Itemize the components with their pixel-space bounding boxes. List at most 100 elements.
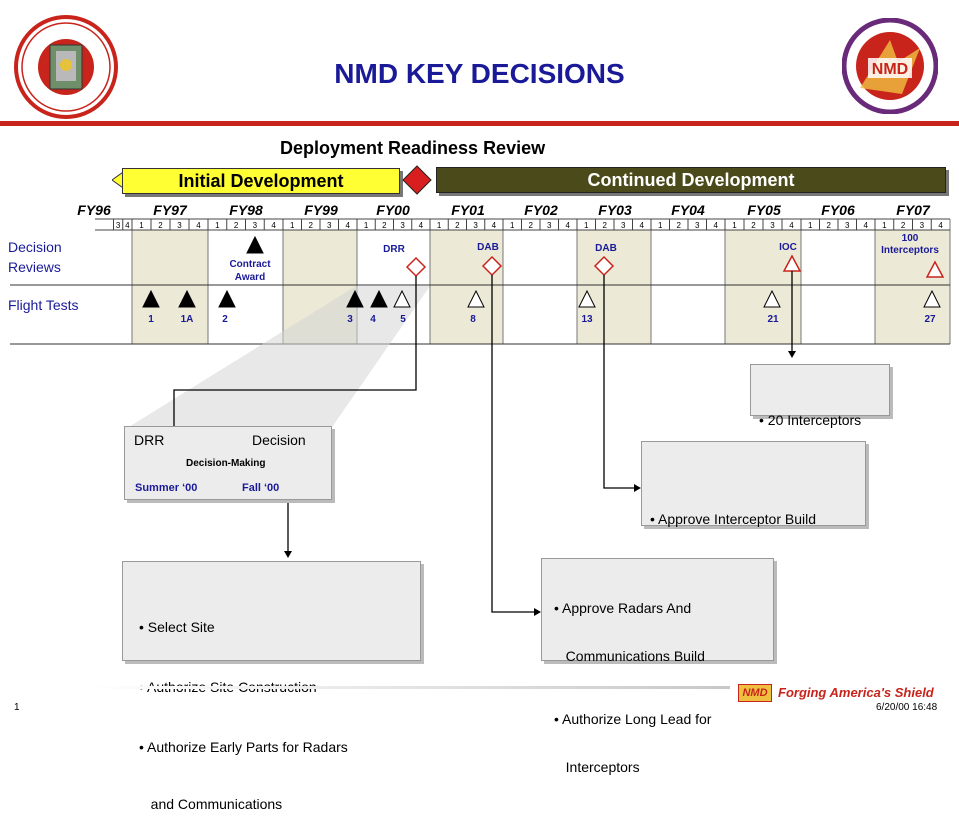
flight-test-triangle xyxy=(393,289,411,308)
quarter-label: 1 xyxy=(215,221,220,230)
dab-fy03-callout-box: • Approve Interceptor Build (100 Interce… xyxy=(641,441,866,596)
drr-callout-line: • Authorize Early Parts for Radars xyxy=(139,739,348,755)
title-rule xyxy=(0,121,959,126)
drr-callout-line: and Communications xyxy=(139,796,283,812)
dab-label-fy03: DAB xyxy=(595,243,617,254)
dab-fy03-connector xyxy=(603,275,634,489)
fy-label: FY03 xyxy=(598,202,632,218)
ioc-callout-box: • 20 Interceptors on Alert xyxy=(750,364,890,485)
fy-label: FY96 xyxy=(77,202,111,218)
quarter-label: 1 xyxy=(437,221,442,230)
year-shading xyxy=(132,230,208,344)
fy-label: FY98 xyxy=(229,202,263,218)
flight-test-triangle xyxy=(178,289,196,308)
flight-test-number: 4 xyxy=(370,314,376,325)
quarter-label: 1 xyxy=(510,221,515,230)
quarter-label: 2 xyxy=(382,221,387,230)
drr-inset-left-label: DRR xyxy=(134,432,165,448)
fy-label: FY02 xyxy=(524,202,558,218)
quarter-label: 4 xyxy=(271,221,276,230)
dab-fy03-connector-arrow xyxy=(634,484,641,492)
quarter-label: 4 xyxy=(714,221,719,230)
drr-callout-box: • Select Site • Authorize Site Construct… xyxy=(122,561,421,812)
quarter-label: 2 xyxy=(455,221,460,230)
quarter-label: 4 xyxy=(864,221,869,230)
footer-swoosh xyxy=(90,686,730,689)
quarter-label: 4 xyxy=(640,221,645,230)
drr-callout-line: • Select Site xyxy=(139,619,215,635)
quarter-label: 2 xyxy=(751,221,756,230)
year-shading xyxy=(577,230,651,344)
quarter-label: 1 xyxy=(584,221,589,230)
drr-inset-from-label: Summer ‘00 xyxy=(135,482,198,494)
dab-fy03-callout-line: • Approve Interceptor Build xyxy=(650,511,816,527)
flight-test-number: 21 xyxy=(767,314,779,325)
fy-label: FY06 xyxy=(821,202,855,218)
flight-test-triangle xyxy=(142,289,160,308)
quarter-label: 2 xyxy=(309,221,314,230)
fy-label: FY01 xyxy=(451,202,485,218)
quarter-label: 1 xyxy=(139,221,144,230)
interceptors-100-label: 100 Interceptors xyxy=(881,233,939,256)
flight-test-number: 27 xyxy=(924,314,936,325)
quarter-label: 4 xyxy=(492,221,497,230)
quarter-label: 1 xyxy=(364,221,369,230)
quarter-label: 2 xyxy=(158,221,163,230)
quarter-label: 4 xyxy=(419,221,424,230)
drr-red-diamond xyxy=(402,165,432,195)
year-shading xyxy=(430,230,503,344)
quarter-label: 2 xyxy=(234,221,239,230)
quarter-label: 4 xyxy=(196,221,201,230)
phase-continued-development: Continued Development xyxy=(436,167,946,193)
drr-inset-to-label: Fall ‘00 xyxy=(242,482,280,494)
footer-date: 6/20/00 16:48 xyxy=(876,702,938,713)
quarter-label: 1 xyxy=(882,221,887,230)
fy-label: FY99 xyxy=(304,202,338,218)
bmd-seal-logo xyxy=(14,15,118,119)
quarter-label: 3 xyxy=(621,221,626,230)
quarter-label: 4 xyxy=(938,221,943,230)
dab-fy01-callout-line: • Authorize Long Lead for xyxy=(554,711,712,727)
row-label-decision-reviews: Decision Reviews xyxy=(8,239,62,275)
quarter-label: 1 xyxy=(808,221,813,230)
flight-test-triangle xyxy=(218,289,236,308)
nmd-badge-logo: NMD xyxy=(842,18,938,114)
contract-award-label: Contract Award xyxy=(229,259,271,283)
quarter-label: 4 xyxy=(789,221,794,230)
flight-test-number: 8 xyxy=(470,314,476,325)
quarter-label: 3 xyxy=(327,221,332,230)
quarter-label: 3 xyxy=(547,221,552,230)
drr-inset-right-label: Decision xyxy=(252,432,306,448)
year-shading xyxy=(725,230,801,344)
dab-fy01-callout-box: • Approve Radars And Communications Buil… xyxy=(541,558,774,775)
quarter-label: 3 xyxy=(253,221,258,230)
ioc-callout-line: • 20 Interceptors xyxy=(759,412,862,428)
footer-slogan: Forging America's Shield xyxy=(778,685,934,700)
quarter-label: 4 xyxy=(125,221,130,230)
quarter-label: 1 xyxy=(732,221,737,230)
flight-test-number: 1A xyxy=(180,314,194,325)
nmd-badge-text: NMD xyxy=(872,61,908,78)
flight-test-number: 3 xyxy=(347,314,353,325)
dab-fy01-connector xyxy=(491,275,534,613)
ioc-connector-arrow xyxy=(788,351,796,358)
quarter-label: 2 xyxy=(603,221,608,230)
drr-diamond xyxy=(405,256,427,278)
dab-fy01-callout-line: Communications Build xyxy=(554,648,705,664)
interceptors-100-triangle xyxy=(925,260,945,278)
quarter-label: 3 xyxy=(116,221,121,230)
drr-zoom-wedge xyxy=(124,286,430,430)
flight-test-triangle xyxy=(923,289,941,308)
quarter-label: 3 xyxy=(695,221,700,230)
subtitle-drr: Deployment Readiness Review xyxy=(280,138,546,158)
ioc-label: IOC xyxy=(779,242,797,253)
flight-test-triangle xyxy=(763,289,781,308)
decision-connector-arrow xyxy=(284,551,292,558)
quarter-label: 3 xyxy=(177,221,182,230)
drr-connector xyxy=(173,276,417,446)
quarter-label: 2 xyxy=(529,221,534,230)
dab-fy01-callout-line: • Approve Radars And xyxy=(554,600,692,616)
quarter-label: 3 xyxy=(770,221,775,230)
dab-fy01-callout-line: Interceptors xyxy=(554,759,640,775)
